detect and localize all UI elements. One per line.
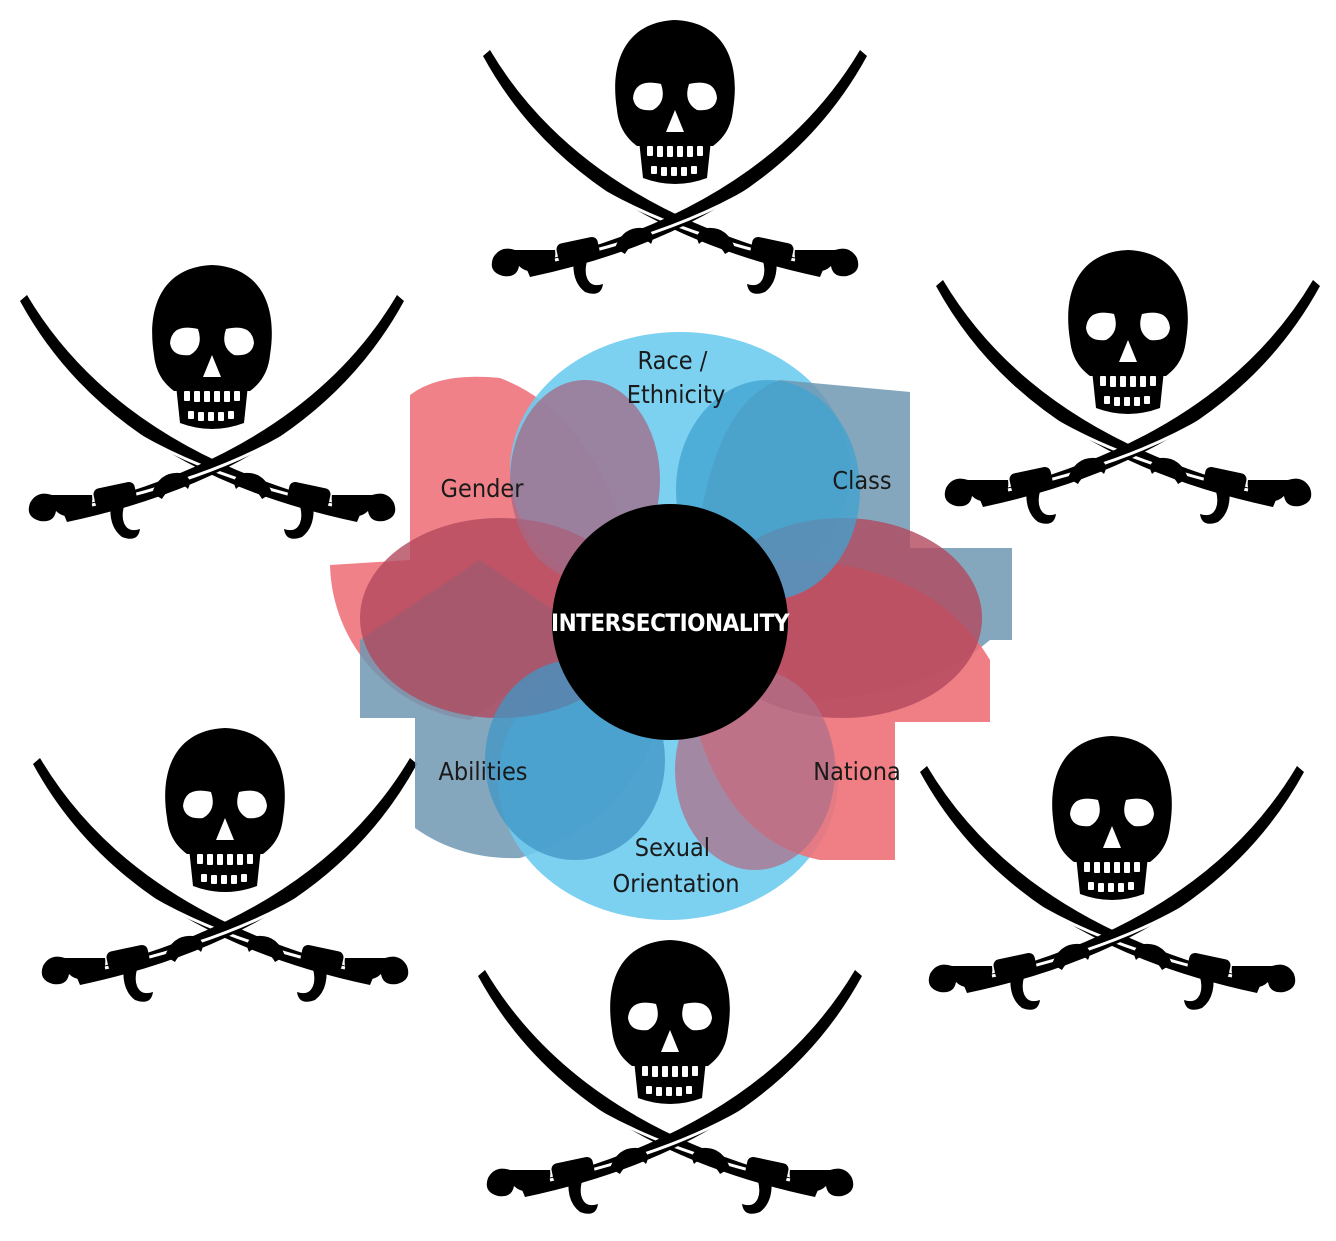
skull-and-crossed-sabers-icon (934, 248, 1322, 526)
skull-and-crossed-sabers-icon (481, 18, 869, 296)
petal-label-race-line-2: Ethnicity (627, 380, 726, 409)
skull-and-crossed-sabers-icon (476, 938, 864, 1216)
petal-label-race: Race / Ethnicity (627, 346, 726, 409)
petal-label-sexual-orientation-line-2: Orientation (613, 869, 740, 898)
skull-and-crossed-sabers-icon (18, 263, 406, 541)
center-circle (552, 504, 788, 740)
petal-label-class: Class (832, 466, 891, 495)
skull-and-crossed-sabers-icon (918, 734, 1306, 1012)
skull-and-crossed-sabers-icon (31, 726, 419, 1004)
petal-label-abilities: Abilities (438, 757, 527, 786)
center-label: INTERSECTIONALITY (551, 609, 790, 637)
petal-label-race-line-1: Race / (638, 346, 708, 375)
petal-label-sexual-orientation: Sexual Orientation (613, 833, 740, 898)
petal-label-nationality: Nationa (813, 757, 900, 786)
petal-label-gender: Gender (441, 474, 525, 503)
petal-label-sexual-orientation-line-1: Sexual (635, 833, 710, 862)
